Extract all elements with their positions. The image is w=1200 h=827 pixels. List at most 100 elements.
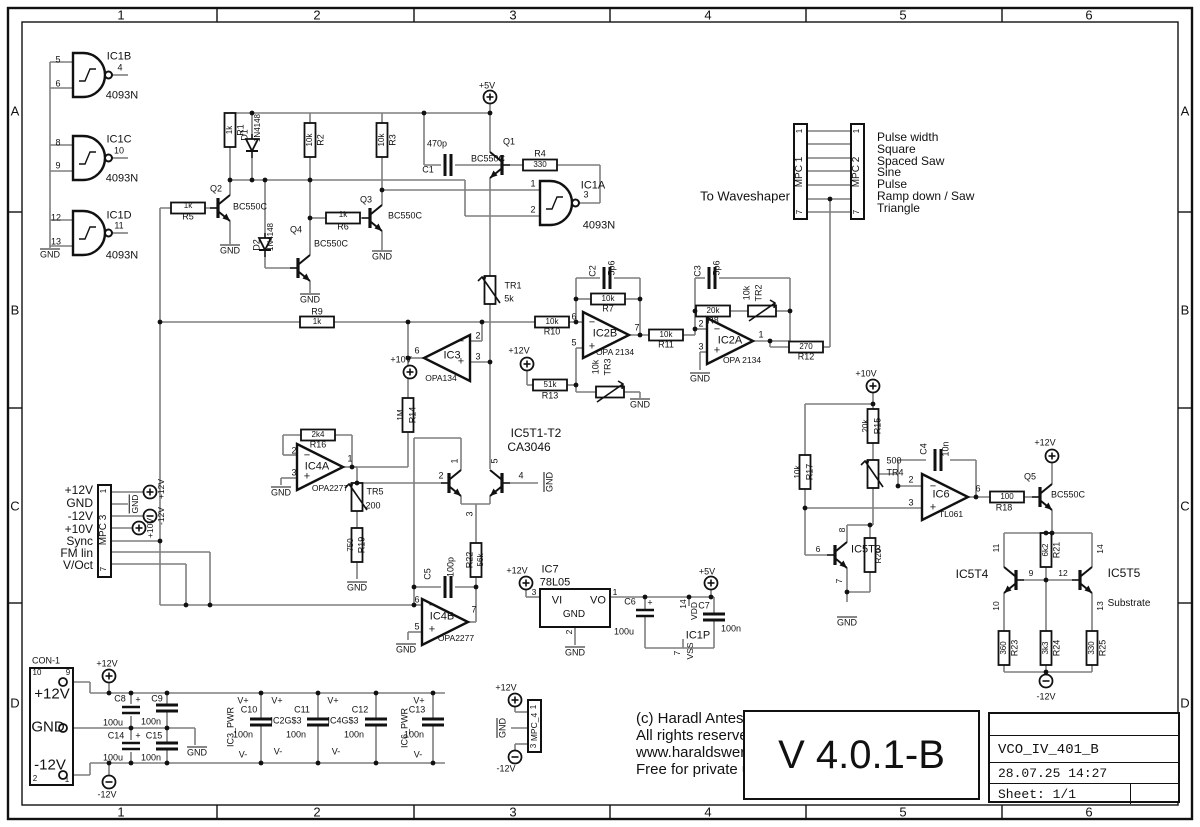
junction-dot	[164, 690, 170, 696]
resistor-symbol	[401, 397, 415, 433]
junction-dot	[895, 483, 901, 489]
junction-dot	[1049, 530, 1055, 536]
capacitor-symbol	[933, 447, 943, 473]
capacitor-symbol	[248, 717, 274, 727]
connector-box	[527, 699, 542, 753]
junction-dot	[973, 494, 979, 500]
resistor-symbol	[532, 378, 568, 392]
title-block-divider	[1130, 784, 1131, 804]
resistor-symbol	[522, 158, 558, 172]
resistor-symbol	[695, 304, 731, 318]
sheet-label: Sheet: 1/1	[998, 787, 1077, 802]
transistor-symbol	[360, 203, 384, 233]
junction-dot	[1043, 669, 1049, 675]
junction-dot	[686, 594, 692, 600]
power-symbol	[865, 378, 881, 394]
power-symbol	[142, 508, 158, 524]
junction-dot	[870, 401, 876, 407]
capacitor-symbol	[305, 717, 331, 727]
nand-gate-symbol	[71, 51, 114, 99]
sheet-number: Sheet: 1/1	[990, 783, 1178, 804]
junction-dot	[487, 110, 493, 116]
resistor-symbol	[863, 537, 877, 573]
transistor-symbol	[825, 540, 849, 570]
junction-dot	[262, 177, 268, 183]
junction-dot	[473, 584, 479, 590]
copyright-line: www.haraldswerk.de	[636, 744, 774, 761]
opamp-symbol	[295, 442, 345, 492]
junction-dot	[421, 110, 427, 116]
power-symbol	[1044, 448, 1060, 464]
resistor-symbol	[375, 122, 389, 158]
junction-dot	[157, 538, 163, 544]
junction-dot	[573, 319, 579, 325]
junction-dot	[315, 690, 321, 696]
opamp-symbol	[422, 333, 472, 383]
power-symbol	[519, 356, 535, 372]
connector-boxes-layer	[29, 123, 865, 786]
resistor-symbol	[170, 201, 206, 215]
junction-dot	[249, 177, 255, 183]
junction-dots-layer	[106, 110, 1055, 766]
connector-box	[850, 123, 865, 220]
resistor-symbol	[798, 454, 812, 490]
title-block: VCO_IV_401_B 28.07.25 14:27 Sheet: 1/1	[988, 712, 1180, 804]
junction-dot	[1043, 530, 1049, 536]
copyright-line: All rights reserved	[636, 727, 757, 744]
sheet-border	[6, 6, 1194, 821]
pin-circle	[58, 770, 68, 780]
power-symbol	[518, 575, 534, 591]
resistor-symbol	[534, 315, 570, 329]
resistor-symbol	[866, 408, 880, 444]
transistor-symbol	[1030, 482, 1054, 512]
capacitor-symbol	[420, 717, 446, 727]
junction-dot	[157, 319, 163, 325]
junction-dot	[573, 382, 579, 388]
nand-gate-symbol	[71, 209, 114, 257]
junction-dot	[258, 760, 264, 766]
junction-dot	[128, 760, 134, 766]
opamp-symbol	[705, 316, 755, 366]
resistor-symbol	[590, 292, 626, 306]
junction-dot	[249, 110, 255, 116]
resistor-symbol	[299, 315, 335, 329]
junction-dot	[128, 690, 134, 696]
trimmer-symbol	[477, 275, 501, 305]
power-symbol	[1038, 673, 1054, 689]
capacitor-symbol	[120, 705, 142, 715]
schematic-version: V 4.0.1-B	[778, 732, 945, 777]
resistor-symbol	[1039, 630, 1053, 666]
transistor-symbol	[1002, 565, 1026, 595]
junction-dot	[867, 522, 873, 528]
junction-dot	[827, 196, 833, 202]
symbols-layer	[58, 51, 1099, 790]
transistor-symbol	[439, 468, 463, 498]
junction-dot	[692, 308, 698, 314]
version-box: V 4.0.1-B	[743, 710, 980, 800]
power-symbol	[507, 749, 523, 765]
transistor-symbol	[1070, 565, 1094, 595]
junction-dot	[164, 760, 170, 766]
resistor-symbol	[1085, 630, 1099, 666]
capacitor-symbol	[634, 608, 656, 618]
junction-dot	[106, 760, 112, 766]
resistor-symbol	[788, 340, 824, 354]
document-date: 28.07.25 14:27	[990, 762, 1178, 783]
resistor-symbol	[997, 630, 1011, 666]
junction-dot	[692, 326, 698, 332]
capacitor-symbol	[602, 265, 612, 291]
title-block-empty-row	[990, 714, 1178, 735]
transistor-symbol	[288, 253, 312, 283]
junction-dot	[373, 690, 379, 696]
junction-dot	[405, 355, 411, 361]
junction-dot	[430, 690, 436, 696]
junction-dot	[106, 690, 112, 696]
transistor-symbol	[488, 468, 512, 498]
trimmer-symbol	[747, 299, 777, 322]
junction-dot	[573, 296, 579, 302]
capacitor-symbol	[154, 703, 180, 713]
diode-symbol	[258, 232, 272, 258]
junction-dot	[315, 760, 321, 766]
junction-dot	[637, 332, 643, 338]
